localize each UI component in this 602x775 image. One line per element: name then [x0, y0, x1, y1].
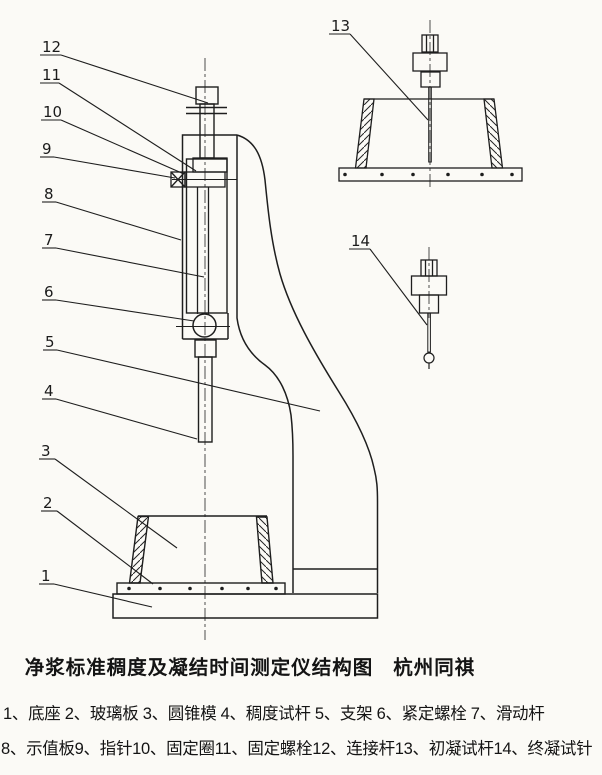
callout-5-num: 5: [45, 333, 55, 351]
cone-mold: [128, 515, 274, 584]
cone-right-wall: [255, 516, 274, 584]
callouts: 12 11 10 9 8 7: [39, 38, 321, 608]
brand-name: 杭州同祺: [393, 657, 476, 679]
callout-6-num: 6: [44, 283, 54, 301]
callout-1: 1: [39, 567, 153, 608]
test-rod-sleeve: [194, 339, 217, 358]
callout-12: 12: [40, 38, 209, 104]
detail14-chuck: [410, 259, 448, 314]
callout-2: 2: [41, 494, 154, 585]
glass-plate-body: [116, 582, 286, 595]
callout-5: 5: [43, 333, 321, 412]
glass-plate: [116, 582, 286, 595]
callout-8-num: 8: [44, 185, 54, 203]
callout-10-num: 10: [43, 103, 62, 121]
parts-legend-line1: 1、底座 2、玻璃板 3、圆锥模 4、稠度试杆 5、支架 6、紧定螺栓 7、滑动…: [3, 705, 545, 723]
scale-plate: [185, 158, 228, 314]
detail14-needle: [427, 312, 431, 353]
main-view: 12 11 10 9 8 7: [39, 38, 379, 640]
callout-12-num: 12: [42, 38, 61, 56]
detail14-needle-tip: [423, 352, 435, 369]
connecting-rod-shaft: [199, 103, 215, 159]
pointer-assembly: [170, 157, 237, 188]
detail13-cone-left-wall: [354, 98, 375, 169]
detail-final-setting-needle: 14: [349, 232, 448, 369]
callout-4: 4: [42, 382, 198, 440]
callout-11-num: 11: [42, 66, 61, 84]
callout-6: 6: [42, 283, 195, 322]
callout-7-num: 7: [44, 231, 54, 249]
parts-legend-line2: 8、示值板9、指针10、固定圈11、固定螺栓12、连接杆13、初凝试杆14、终凝…: [1, 740, 593, 758]
detail13-body: [412, 52, 448, 72]
figure-caption: 净浆标准稠度及凝结时间测定仪结构图杭州同祺: [0, 651, 500, 680]
fixing-ring: [192, 157, 228, 173]
detail13-cone-right-wall: [483, 98, 504, 169]
frame-inner-contour: [236, 135, 294, 593]
detail13-base-plate: [338, 167, 523, 182]
callout-9-num: 9: [42, 140, 52, 158]
test-rod: [194, 339, 217, 443]
frame-outer-contour: [236, 134, 379, 593]
sliding-rod: [196, 187, 210, 314]
glass-plate-screws: [127, 586, 278, 591]
set-screw-knob: [176, 313, 230, 338]
figure-title: 净浆标准稠度及凝结时间测定仪结构图: [24, 657, 374, 679]
callout-13-num: 13: [331, 17, 350, 35]
detail-initial-setting-rod: 13: [329, 17, 523, 190]
connecting-rod: [186, 86, 227, 159]
callout-3: 3: [39, 442, 178, 549]
detail13-plate-screws: [343, 172, 514, 177]
callout-1-num: 1: [41, 567, 51, 585]
knob-circle: [192, 313, 217, 338]
callout-9: 9: [40, 140, 176, 179]
callout-8: 8: [42, 185, 182, 241]
frame-column-left-top: [181, 134, 237, 339]
base: [112, 593, 379, 619]
detail13-cap: [421, 34, 439, 53]
detail13-needle: [428, 86, 432, 163]
callout-2-num: 2: [43, 494, 53, 512]
callout-3-num: 3: [41, 442, 51, 460]
detail13-neck: [420, 71, 441, 88]
callout-11: 11: [40, 66, 197, 172]
callout-14: 14: [349, 232, 428, 326]
connecting-rod-cap: [195, 86, 219, 105]
callout-14-num: 14: [351, 232, 370, 250]
test-rod-shaft: [197, 356, 213, 443]
callout-4-num: 4: [44, 382, 54, 400]
callout-13: 13: [329, 17, 429, 121]
callout-7: 7: [42, 231, 205, 278]
callout-10: 10: [41, 103, 185, 175]
